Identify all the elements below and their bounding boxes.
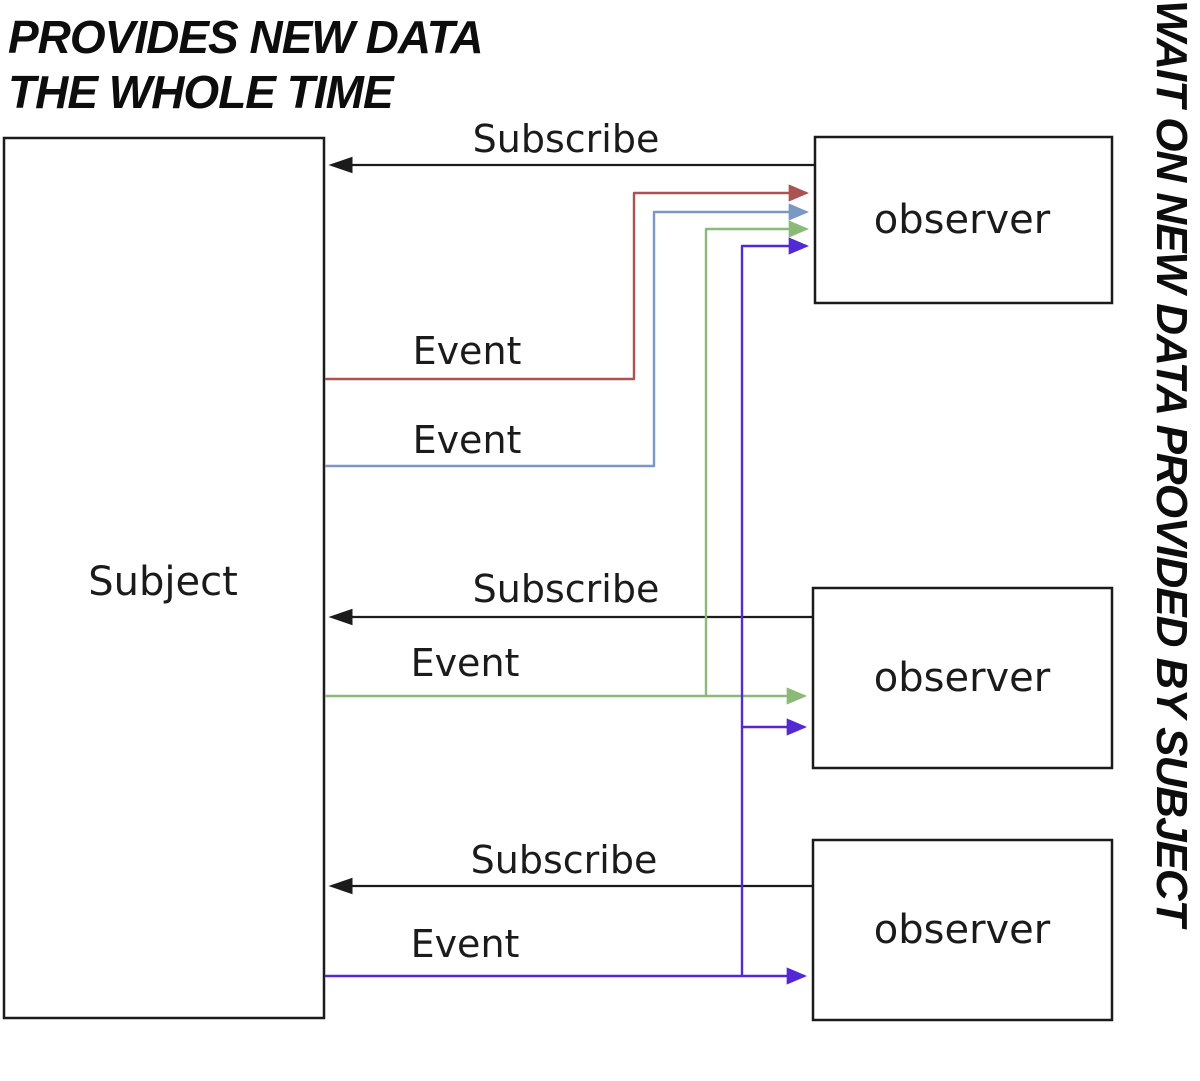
observer-box-2	[811, 586, 1114, 770]
event-arrow-blue	[324, 203, 810, 468]
event-label-blue: Event	[413, 418, 522, 462]
subject-label: Subject	[88, 559, 238, 605]
subscribe-label-2: Subscribe	[473, 567, 660, 611]
event-arrow-red	[324, 184, 810, 381]
title-line-1: PROVIDES NEW DATA	[8, 11, 484, 63]
title-line-2: THE WHOLE TIME	[8, 66, 394, 119]
event-label-green: Event	[411, 641, 520, 685]
observer-box-3	[811, 838, 1114, 1022]
observer-label-1: observer	[874, 197, 1051, 243]
event-arrow-purple-branch-top	[740, 237, 810, 977]
event-label-red: Event	[413, 329, 522, 373]
observer-box-1	[813, 135, 1114, 305]
event-arrow-green-branch-top	[704, 220, 810, 697]
title-annotation: PROVIDES NEW DATA THE WHOLE TIME	[8, 10, 484, 120]
event-label-purple: Event	[411, 922, 520, 966]
subscribe-label-1: Subscribe	[473, 117, 660, 161]
subject-box	[2, 136, 326, 1020]
subscribe-label-3: Subscribe	[471, 838, 658, 882]
side-annotation: WAIT ON NEW DATA PROVIDED BY SUBJECT	[1147, 0, 1196, 926]
observer-label-2: observer	[874, 655, 1051, 701]
observer-label-3: observer	[874, 907, 1051, 953]
